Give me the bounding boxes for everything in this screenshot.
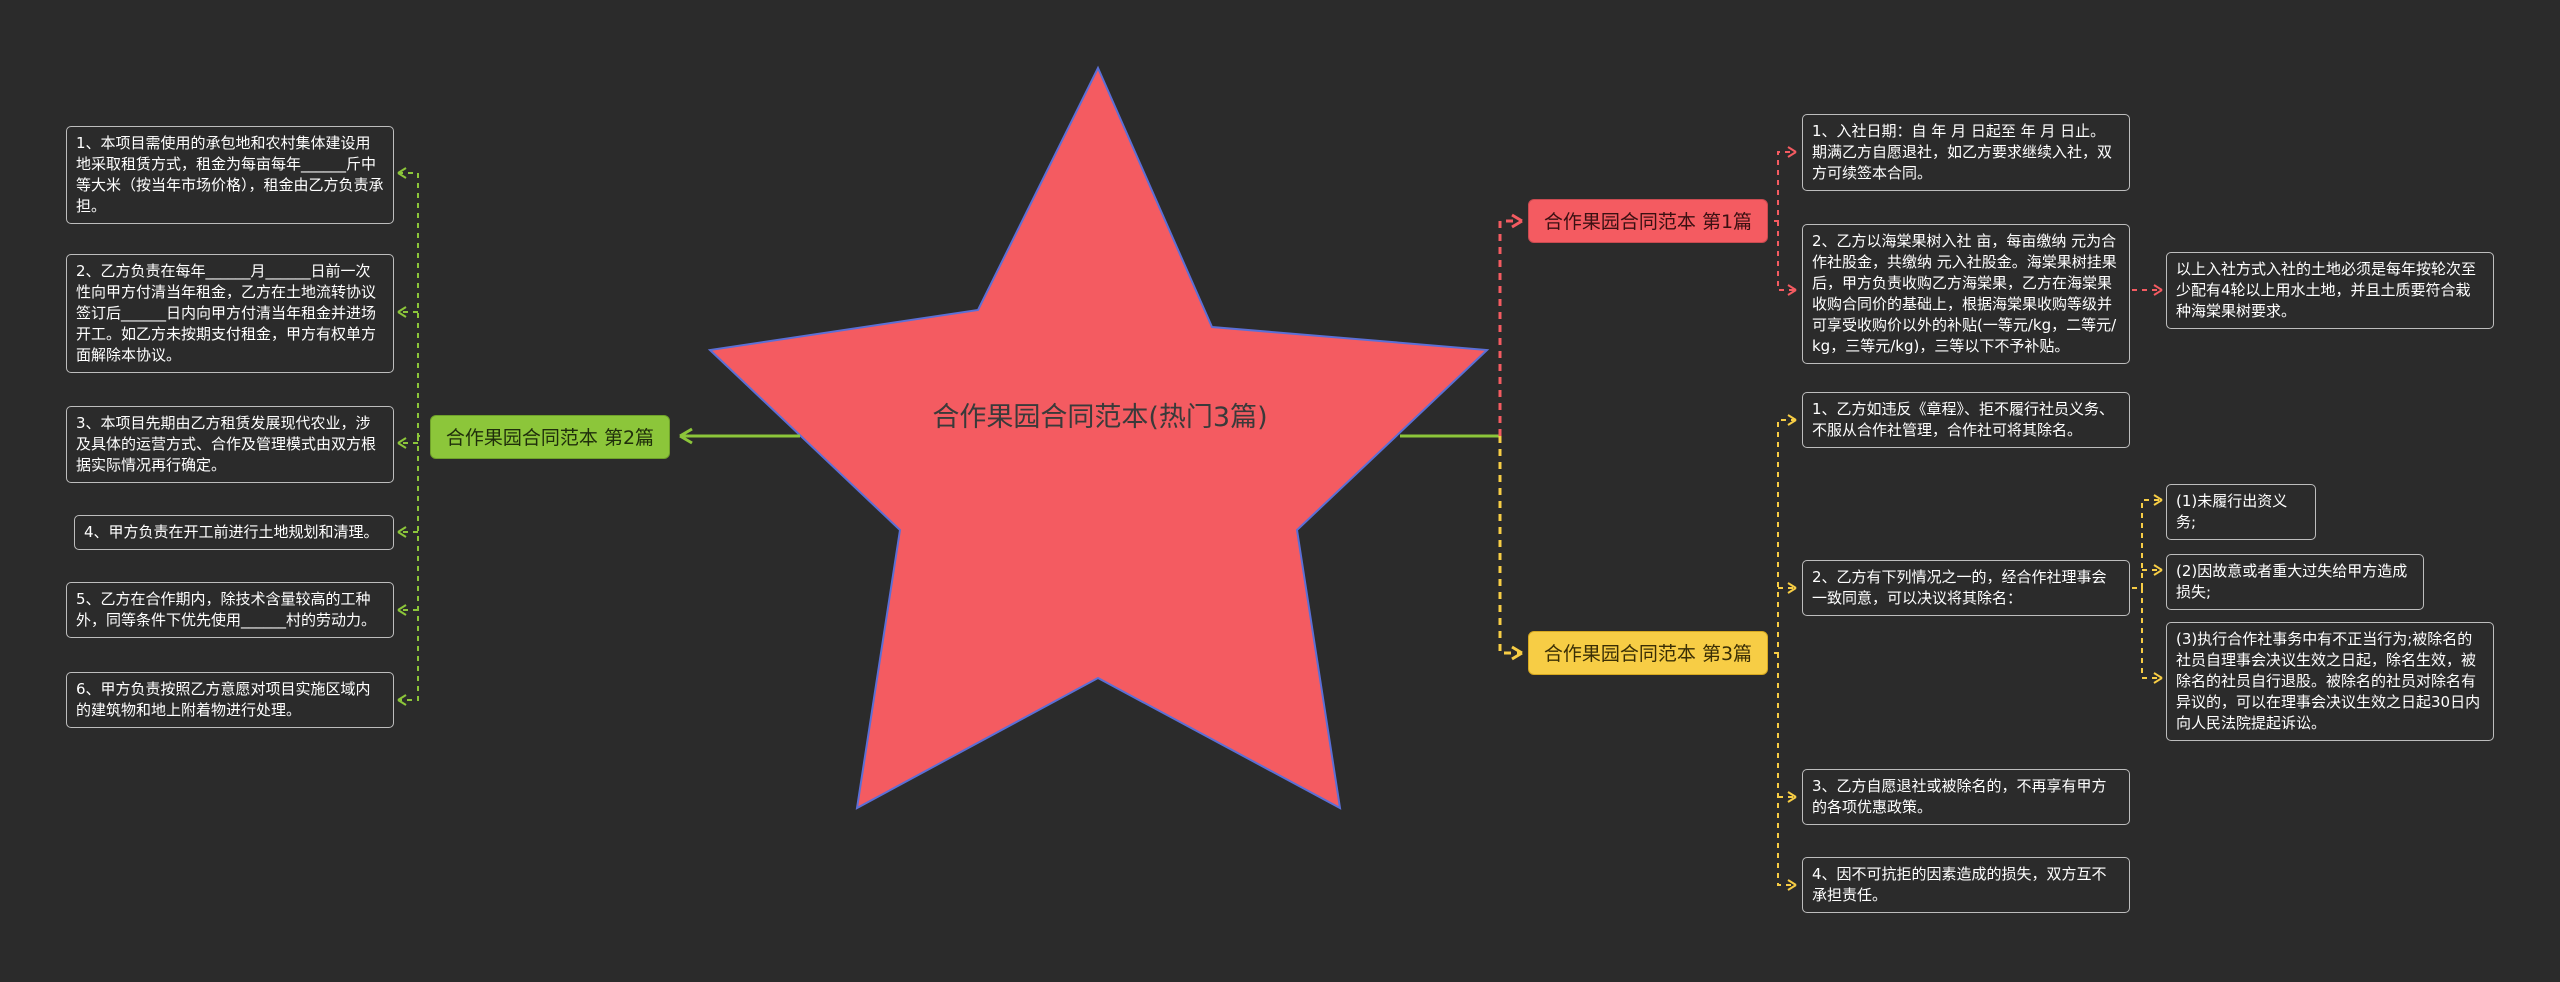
connector-center-b1 [1498, 219, 1522, 436]
b2-leaf-1[interactable]: 1、本项目需使用的承包地和农村集体建设用地采取租赁方式，租金为每亩每年_____… [66, 126, 394, 224]
b3-leaf-2-sub-1[interactable]: (1)未履行出资义务; [2166, 484, 2316, 540]
arrow-b2 [679, 427, 693, 445]
b2-leaf-2[interactable]: 2、乙方负责在每年______月______日前一次性向甲方付清当年租金，乙方在… [66, 254, 394, 373]
b3-leaf-3[interactable]: 3、乙方自愿退社或被除名的，不再享有甲方的各项优惠政策。 [1802, 769, 2130, 825]
b3-leaf-2-sub-3[interactable]: (3)执行合作社事务中有不正当行为;被除名的社员自理事会决议生效之日起，除名生效… [2166, 622, 2494, 741]
b1-arrows [1787, 146, 2163, 296]
b1-connectors [1774, 151, 2160, 291]
arrow-b3 [1511, 645, 1523, 661]
branch-node-1[interactable]: 合作果园合同范本 第1篇 [1528, 199, 1768, 243]
b2-leaf-3[interactable]: 3、本项目先期由乙方租赁发展现代农业，涉及具体的运营方式、合作及管理模式由双方根… [66, 406, 394, 483]
b3-leaf-4[interactable]: 4、因不可抗拒的因素造成的损失，双方互不承担责任。 [1802, 857, 2130, 913]
b1-leaf-1[interactable]: 1、入社日期：自 年 月 日起至 年 月 日止。期满乙方自愿退社，如乙方要求继续… [1802, 114, 2130, 191]
b3-leaf-1[interactable]: 1、乙方如违反《章程》、拒不履行社员义务、不服从合作社管理，合作社可将其除名。 [1802, 392, 2130, 448]
b2-leaf-6[interactable]: 6、甲方负责按照乙方意愿对项目实施区域内的建筑物和地上附着物进行处理。 [66, 672, 394, 728]
b1-leaf-2-sub[interactable]: 以上入社方式入社的土地必须是每年按轮次至少配有4轮以上用水土地，并且土质要符合栽… [2166, 252, 2494, 329]
connector-center-b3 [1498, 436, 1522, 655]
central-title[interactable]: 合作果园合同范本(热门3篇) [932, 402, 1268, 433]
b3-arrows [1787, 414, 2163, 891]
b2-arrows [397, 167, 407, 706]
b2-leaf-5[interactable]: 5、乙方在合作期内，除技术含量较高的工种外，同等条件下优先使用______村的劳… [66, 582, 394, 638]
b3-leaf-2-sub-2[interactable]: (2)因故意或者重大过失给甲方造成损失; [2166, 554, 2424, 610]
arrow-b1 [1511, 213, 1523, 229]
b2-leaf-4[interactable]: 4、甲方负责在开工前进行土地规划和清理。 [74, 515, 394, 550]
b2-connectors [400, 172, 420, 701]
branch-node-3[interactable]: 合作果园合同范本 第3篇 [1528, 631, 1768, 675]
b3-leaf-2[interactable]: 2、乙方有下列情况之一的，经合作社理事会一致同意，可以决议将其除名： [1802, 560, 2130, 616]
central-star-shape[interactable] [707, 65, 1490, 810]
branch-node-2[interactable]: 合作果园合同范本 第2篇 [430, 415, 670, 459]
b1-leaf-2[interactable]: 2、乙方以海棠果树入社 亩，每亩缴纳 元为合作社股金，共缴纳 元入社股金。海棠果… [1802, 224, 2130, 364]
b3-connectors [1774, 419, 2160, 886]
